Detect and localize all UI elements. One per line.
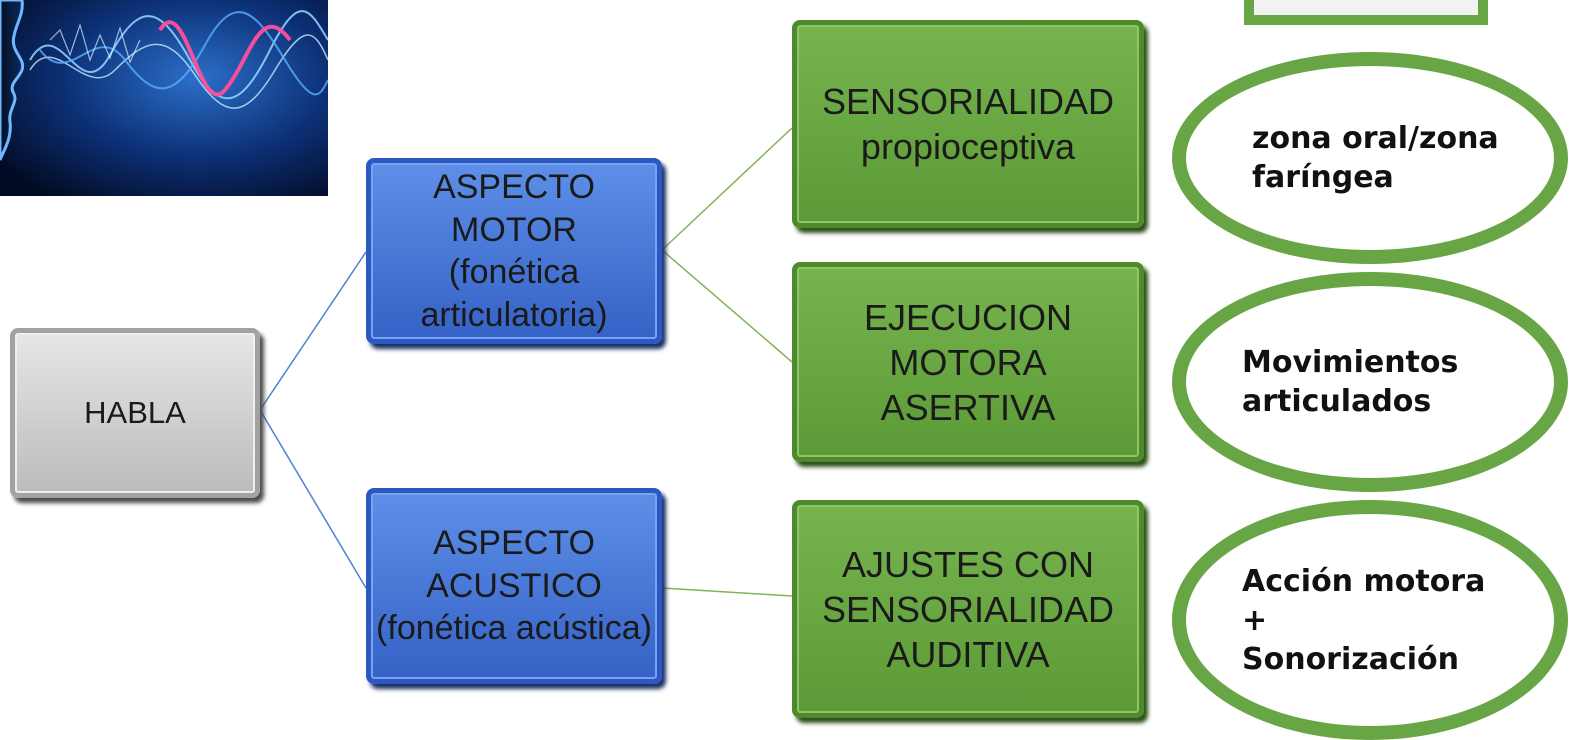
node-habla: HABLA <box>10 328 260 498</box>
node-aspecto-acustico-label: ASPECTO ACUSTICO (fonética acústica) <box>376 524 652 648</box>
sound-wave-face-image <box>0 0 328 196</box>
connector-habla-acustico <box>259 409 367 589</box>
node-ejecucion-label: EJECUCION MOTORA ASERTIVA <box>863 296 1073 428</box>
oval-zona-oral: zona oral/zona faríngea <box>1172 52 1568 264</box>
node-ejecucion-motora: EJECUCION MOTORA ASERTIVA <box>792 262 1144 462</box>
oval-movimientos: Movimientos articulados <box>1172 272 1568 492</box>
node-ajustes-auditiva: AJUSTES CON SENSORIALIDAD AUDITIVA <box>792 500 1144 718</box>
connector-habla-motor <box>259 251 367 411</box>
oval-movimientos-text: Movimientos articulados <box>1242 345 1459 419</box>
node-sensorialidad-propioceptiva: SENSORIALIDAD propioceptiva <box>792 20 1144 228</box>
connector-acustico-ajustes <box>661 587 793 597</box>
node-aspecto-motor: ASPECTO MOTOR (fonética articulatoria) <box>366 158 662 344</box>
node-aspecto-motor-label: ASPECTO MOTOR (fonética articulatoria) <box>420 168 608 334</box>
oval-zona-oral-text: zona oral/zona faríngea <box>1252 121 1499 195</box>
corner-picture-frame <box>1244 0 1488 25</box>
oval-accion-motora: Acción motora + Sonorización <box>1172 500 1568 740</box>
oval-accion-motora-text: Acción motora + Sonorización <box>1242 563 1486 677</box>
node-aspecto-acustico: ASPECTO ACUSTICO (fonética acústica) <box>366 488 662 684</box>
node-habla-label: HABLA <box>84 394 186 430</box>
connector-motor-ejecucion <box>661 249 793 363</box>
node-sensorialidad-label: SENSORIALIDAD propioceptiva <box>821 81 1115 167</box>
node-ajustes-label: AJUSTES CON SENSORIALIDAD AUDITIVA <box>821 543 1115 675</box>
connector-motor-sensorialidad <box>661 127 793 251</box>
